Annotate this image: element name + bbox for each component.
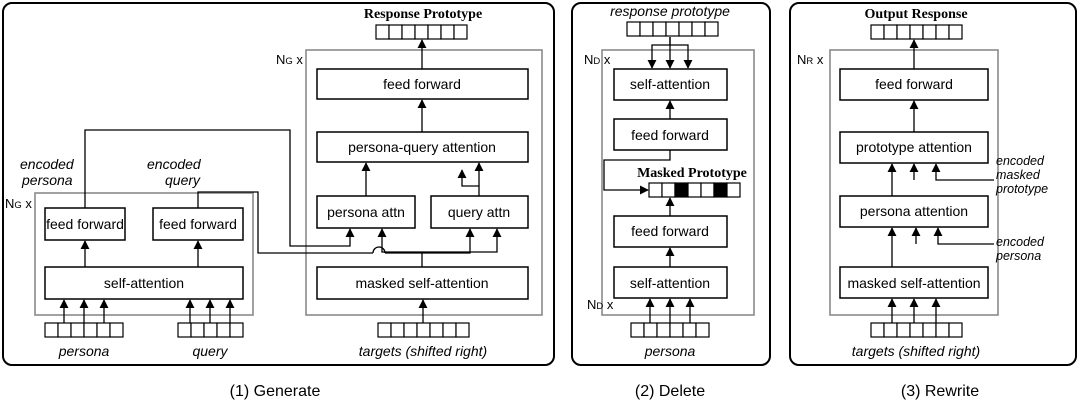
query-attn-block — [430, 195, 529, 229]
prototype-attention-label: prototype attention — [856, 139, 972, 155]
rewrite-masked-self-attention-label: masked self-attention — [847, 275, 980, 291]
query-attn-label: query attn — [448, 204, 510, 220]
generate-decoder-connections — [361, 39, 502, 323]
rewrite-masked-self-attention-block — [839, 266, 989, 299]
delete-feed-forward-bottom-label: feed forward — [631, 223, 709, 239]
delete-persona-input-vector — [630, 322, 710, 338]
masked-self-attention-label: masked self-attention — [355, 275, 488, 291]
masked-self-attention-block — [316, 266, 529, 300]
prototype-attention-block — [839, 131, 989, 164]
response-prototype-title: Response Prototype — [364, 7, 482, 22]
generate-panel: Response Prototype NG x feed forward per… — [2, 2, 555, 400]
generate-feed-forward-label: feed forward — [383, 76, 461, 92]
rewrite-connections — [887, 39, 994, 323]
persona-feed-forward-label: feed forward — [46, 216, 124, 232]
persona-attention-block — [839, 195, 989, 228]
rewrite-caption: (3) Rewrite — [901, 383, 979, 400]
delete-upper-repeat: ND x — [584, 52, 611, 67]
delete-feed-forward-bottom-block — [613, 215, 728, 248]
delete-self-attention-bottom-block — [613, 266, 728, 299]
query-input-vector — [177, 322, 244, 338]
generate-targets-label: targets (shifted right) — [359, 343, 487, 359]
generate-decoder-stack — [305, 49, 543, 316]
delete-stack — [601, 49, 755, 316]
output-response-title: Output Response — [864, 7, 967, 22]
persona-attn-label: persona attn — [327, 204, 405, 220]
delete-self-attention-top-block — [613, 68, 728, 101]
delete-prototype-input-vector — [626, 21, 719, 37]
rewrite-feed-forward-label: feed forward — [875, 76, 953, 92]
delete-feed-forward-top-block — [613, 118, 728, 151]
delete-panel-frame — [571, 2, 771, 366]
pq-attention-label: persona-query attention — [348, 139, 496, 155]
delete-self-attention-bottom-label: self-attention — [630, 275, 710, 291]
rewrite-panel: Output Response NR x feed forward protot… — [789, 2, 1077, 400]
generate-decoder-repeat: NG x — [276, 52, 303, 67]
delete-self-attention-top-label: self-attention — [630, 76, 710, 92]
delete-panel: response prototype ND x ND x self-attent… — [571, 2, 771, 400]
rewrite-targets-vector — [870, 322, 963, 338]
response-prototype-vector — [375, 24, 468, 40]
query-input-label: query — [192, 343, 228, 359]
generate-encoder-repeat: NG x — [5, 196, 32, 211]
query-feed-forward-block — [152, 207, 244, 241]
delete-connections — [603, 37, 695, 323]
rewrite-repeat: NR x — [797, 52, 824, 67]
masked-prototype-title: Masked Prototype — [637, 166, 747, 181]
delete-caption: (2) Delete — [635, 383, 705, 400]
delete-feed-forward-top-label: feed forward — [631, 127, 709, 143]
persona-input-label: persona — [58, 343, 110, 359]
rewrite-feed-forward-block — [839, 68, 989, 101]
generate-encoder-stack — [34, 192, 254, 316]
persona-feed-forward-block — [44, 207, 126, 241]
generate-panel-frame — [2, 2, 555, 366]
persona-attention-label: persona attention — [860, 203, 968, 219]
generate-caption: (1) Generate — [230, 383, 321, 400]
encoder-self-attention-label: self-attention — [104, 275, 184, 291]
masked-prototype-vector — [648, 182, 741, 198]
rewrite-panel-frame — [789, 2, 1077, 366]
delete-persona-input-label: persona — [644, 343, 696, 359]
delete-top-input-label: response prototype — [610, 3, 730, 19]
generate-encoder-connections — [59, 129, 475, 323]
rewrite-targets-label: targets (shifted right) — [852, 343, 980, 359]
generate-targets-vector — [377, 322, 470, 338]
encoder-self-attention-block — [44, 266, 244, 300]
delete-lower-repeat: ND x — [587, 297, 614, 312]
output-response-vector — [870, 24, 963, 40]
persona-input-vector — [44, 322, 124, 338]
query-feed-forward-label: feed forward — [159, 216, 237, 232]
pq-attention-block — [316, 131, 529, 163]
persona-attn-block — [316, 195, 416, 229]
generate-feed-forward-block — [316, 68, 529, 100]
